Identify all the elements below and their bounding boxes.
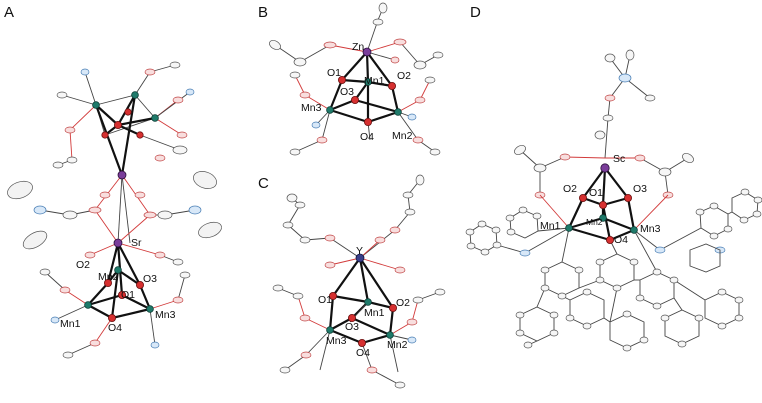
- label-b-o1: O1: [327, 67, 341, 79]
- label-b-o3: O3: [340, 86, 354, 98]
- label-c-mn3: Mn3: [326, 335, 347, 347]
- label-a-o2: O2: [76, 259, 90, 271]
- panel-a-letter: A: [4, 4, 14, 21]
- panel-a-bridge: [7, 170, 222, 250]
- panel-a-upper-cluster: [52, 61, 195, 177]
- panel-d-atom-labels: Sc O2 O1 O3 Mn1 Mn2 Mn3 O4: [540, 153, 661, 246]
- label-a-o3: O3: [143, 273, 157, 285]
- label-d-o1: O1: [589, 187, 603, 199]
- label-a-metal: Sr: [131, 237, 142, 249]
- panel-c: C: [258, 174, 446, 389]
- label-d-metal: Sc: [613, 153, 625, 165]
- label-c-mn1: Mn1: [364, 307, 385, 319]
- label-c-o2: O2: [396, 297, 410, 309]
- panel-c-letter: C: [258, 175, 269, 192]
- panel-b-cluster: [269, 2, 444, 156]
- label-d-mn1: Mn1: [540, 220, 561, 232]
- panel-d: D: [465, 4, 762, 352]
- label-b-o4: O4: [360, 131, 374, 143]
- panel-d-letter: D: [470, 4, 481, 21]
- panel-d-cluster: [465, 49, 762, 352]
- label-d-o3: O3: [633, 183, 647, 195]
- label-b-mn3: Mn3: [301, 102, 322, 114]
- label-b-o2: O2: [397, 70, 411, 82]
- panel-b: B: [258, 2, 444, 156]
- label-d-o2: O2: [563, 183, 577, 195]
- panel-c-atom-labels: Y O1 Mn1 O2 O3 Mn3 O4 Mn2: [318, 245, 410, 359]
- label-c-mn2: Mn2: [387, 339, 408, 351]
- label-a-o4: O4: [108, 322, 122, 334]
- label-d-mn2: Mn2: [586, 217, 603, 227]
- label-d-o4: O4: [614, 234, 628, 246]
- label-a-o1: O1: [121, 289, 135, 301]
- panel-a-main-cluster: [39, 238, 191, 359]
- label-c-o1: O1: [318, 294, 332, 306]
- label-b-metal: Zn: [352, 41, 364, 53]
- panel-c-cluster: [272, 174, 446, 389]
- label-d-mn3: Mn3: [640, 223, 661, 235]
- panel-a-atom-labels: Sr O2 Mn2 O3 O1 Mn1 Mn3 O4: [60, 237, 176, 334]
- label-c-o3: O3: [345, 321, 359, 333]
- label-c-o4: O4: [356, 347, 370, 359]
- label-a-mn2: Mn2: [98, 271, 119, 283]
- panel-d-ring-atoms: [515, 258, 744, 352]
- label-b-mn2: Mn2: [392, 130, 413, 142]
- panel-a: A: [4, 4, 222, 359]
- label-b-mn1: Mn1: [364, 75, 385, 87]
- panel-b-letter: B: [258, 4, 268, 21]
- label-c-metal: Y: [356, 245, 363, 257]
- label-a-mn3: Mn3: [155, 309, 176, 321]
- panel-b-atom-labels: Zn O1 Mn1 O2 O3 Mn3 O4 Mn2: [301, 41, 413, 143]
- label-a-mn1: Mn1: [60, 318, 81, 330]
